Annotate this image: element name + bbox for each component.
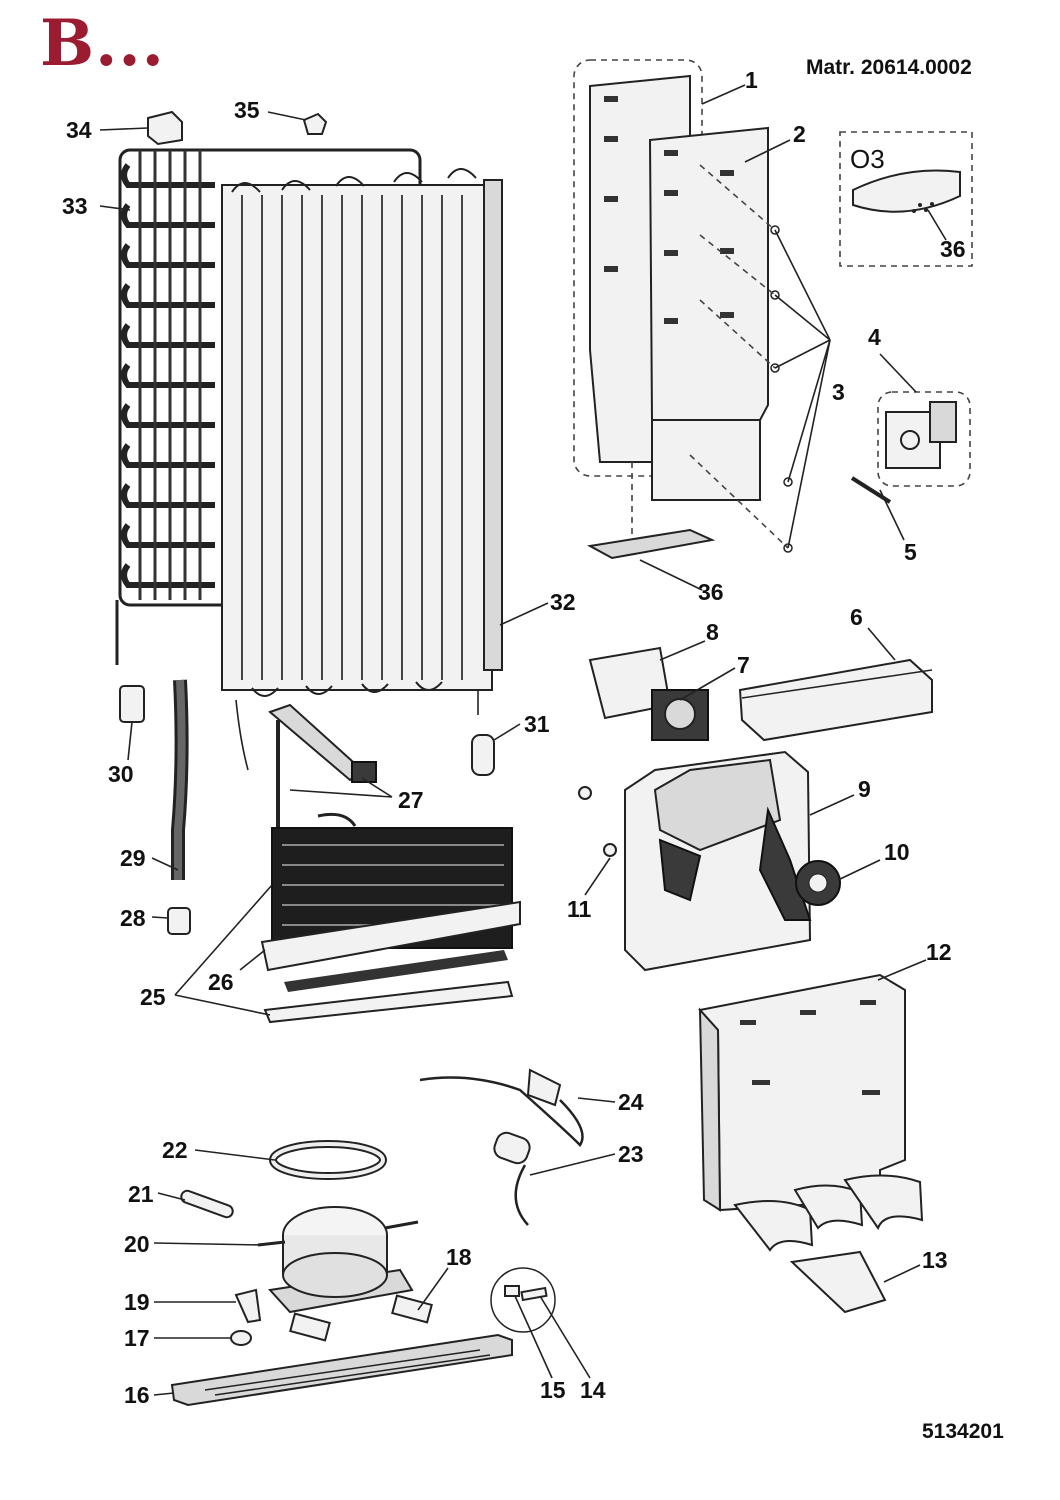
callout-18: 18 [446, 1244, 472, 1270]
inset-label-o3: O3 [850, 144, 885, 174]
callout-36-inset: 36 [940, 236, 966, 262]
compressor [257, 1206, 419, 1314]
inset-o3 [839, 131, 973, 267]
static-condenser [260, 703, 521, 1024]
callout-15: 15 [540, 1377, 566, 1403]
callout-14: 14 [580, 1377, 606, 1403]
callout-9: 9 [858, 776, 871, 802]
clip-34 [147, 110, 183, 146]
callout-1: 1 [745, 67, 758, 93]
callout-16: 16 [124, 1382, 150, 1408]
callout-10: 10 [884, 839, 910, 865]
page-title: B... [40, 6, 165, 81]
condenser-coil [115, 148, 422, 665]
matr-number: Matr. 20614.0002 [806, 56, 972, 79]
callout-12: 12 [926, 939, 952, 965]
callout-22: 22 [162, 1137, 188, 1163]
callout-30: 30 [108, 761, 134, 787]
callout-4: 4 [868, 324, 881, 350]
callout-24: 24 [618, 1089, 644, 1115]
callout-36: 36 [698, 579, 724, 605]
callout-20: 20 [124, 1231, 150, 1257]
callout-19: 19 [124, 1289, 150, 1315]
callout-23: 23 [618, 1141, 644, 1167]
callout-3: 3 [832, 379, 845, 405]
callout-27: 27 [398, 787, 424, 813]
callout-26: 26 [208, 969, 234, 995]
callout-6: 6 [850, 604, 863, 630]
callout-13: 13 [922, 1247, 948, 1273]
evaporator-cassette [573, 59, 831, 553]
document-number: 5134201 [922, 1420, 1004, 1443]
evaporator-plate [221, 168, 503, 771]
callout-34: 34 [66, 117, 92, 143]
callout-33: 33 [62, 193, 88, 219]
callout-28: 28 [120, 905, 146, 931]
callout-25: 25 [140, 984, 166, 1010]
callout-7: 7 [737, 652, 750, 678]
callout-17: 17 [124, 1325, 150, 1351]
callout-5: 5 [904, 539, 917, 565]
callout-31: 31 [524, 711, 550, 737]
pad-36 [586, 528, 716, 560]
inset-thermostat [877, 391, 971, 487]
callout-35: 35 [234, 97, 260, 123]
callout-2: 2 [793, 121, 806, 147]
cap-35 [302, 112, 328, 135]
callout-32: 32 [550, 589, 576, 615]
callout-11: 11 [567, 896, 592, 922]
callout-21: 21 [128, 1181, 154, 1207]
callout-8: 8 [706, 619, 719, 645]
callout-29: 29 [120, 845, 146, 871]
